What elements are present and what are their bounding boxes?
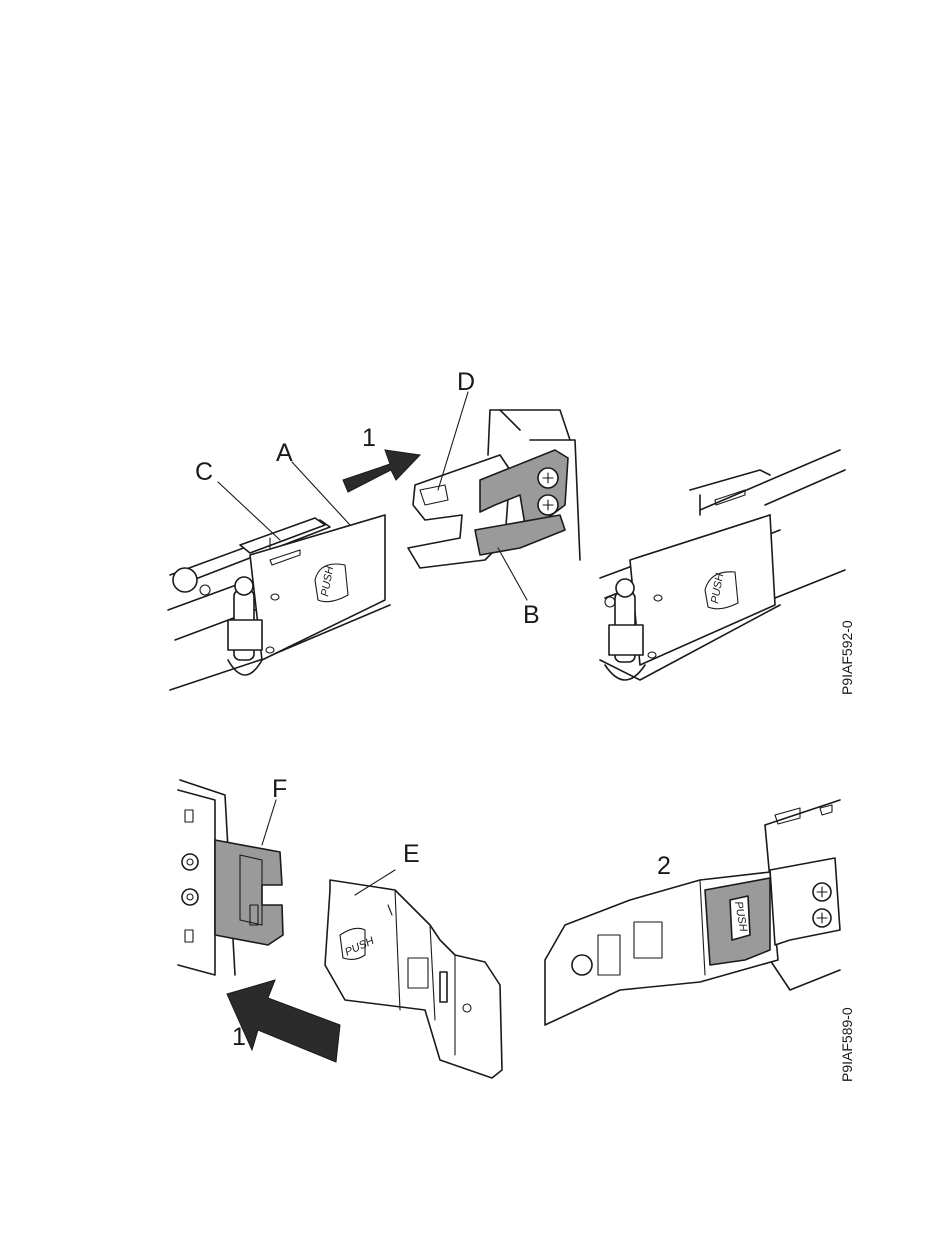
callout-step-1-top: 1 <box>362 424 376 452</box>
callout-c: C <box>195 458 213 486</box>
bracket-f <box>215 840 283 945</box>
bottom-bracket-e: PUSH <box>325 880 502 1078</box>
callout-e: E <box>403 840 420 868</box>
bracket-plate-e <box>325 880 502 1078</box>
top-center-bracket <box>408 410 580 568</box>
callout-b: B <box>523 601 540 629</box>
top-figure: PUSH <box>168 368 855 695</box>
callout-step-2: 2 <box>657 852 671 880</box>
callout-step-1-bottom: 1 <box>232 1023 246 1051</box>
bottom-figure: PUSH PUSH <box>178 775 855 1082</box>
figure-id-top: P9IAF592-0 <box>839 620 855 695</box>
direction-arrow-1-top <box>343 450 420 492</box>
top-right-rail: PUSH <box>600 450 845 680</box>
bottom-left-rail <box>178 780 283 975</box>
figure-id-bottom: P9IAF589-0 <box>839 1007 855 1082</box>
callout-f: F <box>272 775 287 803</box>
top-left-rail: PUSH <box>168 515 390 690</box>
callout-d: D <box>457 368 475 396</box>
bracket-plate-assembled <box>630 515 775 665</box>
bottom-right-rail: PUSH <box>545 800 840 1025</box>
callout-a: A <box>276 439 293 467</box>
